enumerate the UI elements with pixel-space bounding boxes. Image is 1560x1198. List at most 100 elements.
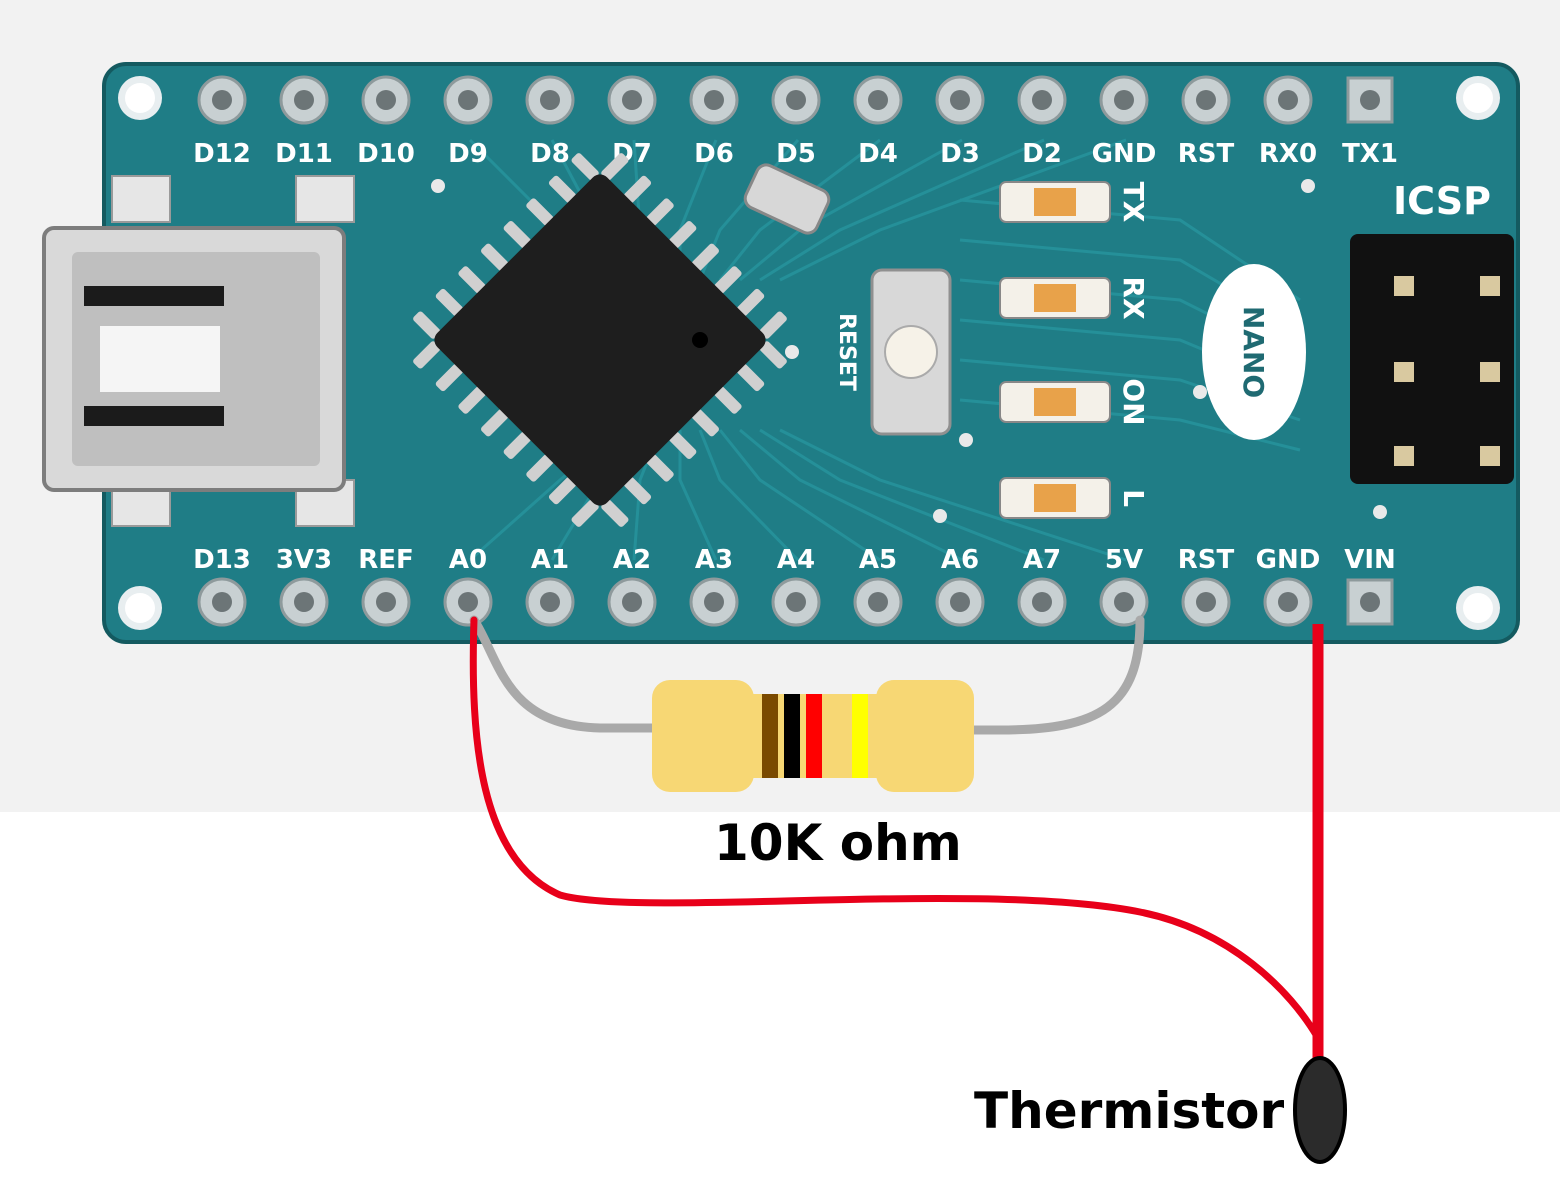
icsp-pin — [1480, 362, 1500, 382]
pin-label-a0: A0 — [449, 545, 487, 575]
pin-label-3v3: 3V3 — [276, 545, 332, 575]
led-label-on: ON — [1117, 378, 1150, 425]
pin-label-a7: A7 — [1023, 545, 1061, 575]
via — [431, 179, 445, 193]
pin-hole — [622, 90, 642, 110]
led-lens — [1034, 388, 1076, 416]
pin-label-d12: D12 — [193, 139, 251, 169]
trace — [718, 138, 881, 281]
pin-label-a3: A3 — [695, 545, 733, 575]
pin-hole — [1278, 592, 1298, 612]
pin-hole — [376, 592, 396, 612]
via — [1373, 505, 1387, 519]
pin-hole — [950, 592, 970, 612]
chip-pin — [526, 198, 554, 226]
pin-hole — [458, 592, 478, 612]
resistor-band-2 — [784, 694, 800, 778]
chip-body — [434, 174, 766, 506]
chip-pin — [481, 243, 509, 271]
pcb-body — [104, 64, 1518, 642]
chip-pin — [601, 499, 629, 527]
pin-label-d4: D4 — [858, 139, 898, 169]
chip-pin — [646, 198, 674, 226]
pin-hole — [704, 90, 724, 110]
resistor-band-4 — [852, 694, 868, 778]
pin-hole — [1196, 592, 1216, 612]
pin-label-a1: A1 — [531, 545, 569, 575]
pin-label-d6: D6 — [694, 139, 734, 169]
icsp-pin — [1394, 362, 1414, 382]
pin-hole — [704, 592, 724, 612]
trace — [759, 428, 1045, 562]
resistor-band-1 — [762, 694, 778, 778]
chip-pin — [413, 311, 441, 339]
pin-hole — [1114, 90, 1134, 110]
pin-hole — [294, 90, 314, 110]
pin-hole — [458, 90, 478, 110]
pin-label-d3: D3 — [940, 139, 980, 169]
pin-hole — [950, 90, 970, 110]
wires — [469, 615, 1324, 1060]
thermistor-body — [1293, 1056, 1347, 1164]
chip-pin — [737, 288, 765, 317]
icsp-pin — [1480, 276, 1500, 296]
mounting-hole — [125, 83, 155, 113]
chip-pin — [503, 221, 531, 249]
trace — [779, 428, 1127, 562]
trace — [718, 429, 881, 562]
pin-hole — [622, 592, 642, 612]
trace — [759, 138, 1045, 282]
usb-slot — [84, 406, 224, 426]
pin-hole — [868, 90, 888, 110]
chip-pin — [435, 363, 463, 392]
led-label-l: L — [1117, 489, 1150, 507]
pin-label-a2: A2 — [613, 545, 651, 575]
chip-pin — [623, 175, 652, 203]
chip-pin — [503, 431, 531, 459]
via — [1301, 179, 1315, 193]
resistor-band-3 — [806, 694, 822, 778]
thermistor-label: Thermistor — [974, 1082, 1285, 1140]
pin-hole — [376, 90, 396, 110]
icsp-pin — [1394, 276, 1414, 296]
via — [1193, 385, 1207, 399]
pin-hole — [540, 592, 560, 612]
pin-hole — [868, 592, 888, 612]
trace — [779, 138, 1127, 282]
chip-pin — [601, 153, 629, 181]
pin-hole — [1114, 592, 1134, 612]
led-lens — [1034, 284, 1076, 312]
usb-tab — [295, 175, 355, 223]
pin-label-5v: 5V — [1105, 545, 1143, 575]
atmega-chip — [413, 153, 787, 527]
pin-label-rx0: RX0 — [1259, 139, 1317, 169]
via — [933, 509, 947, 523]
pin-hole — [786, 592, 806, 612]
chip-pin — [623, 477, 652, 505]
chip-pin — [737, 363, 765, 392]
led-lens — [1034, 484, 1076, 512]
chip-pin — [714, 386, 742, 414]
pin-label-gnd: GND — [1092, 139, 1157, 169]
pin-label-gnd: GND — [1256, 545, 1321, 575]
chip-pin — [571, 153, 599, 181]
chip-pin — [548, 477, 577, 505]
pin-label-ref: REF — [358, 545, 414, 575]
chip-pin — [481, 409, 509, 437]
chip-pin — [691, 409, 719, 437]
wire-a0-thermistor — [469, 616, 1322, 1042]
pin-label-rst: RST — [1178, 139, 1235, 169]
chip-pin — [759, 341, 787, 369]
chip-pin — [413, 341, 441, 369]
led-label-rx: RX — [1117, 276, 1150, 320]
icsp-label: ICSP — [1393, 179, 1491, 223]
pin-hole — [1278, 90, 1298, 110]
crystal — [743, 163, 831, 235]
chip-pin — [714, 266, 742, 294]
pin-label-d5: D5 — [776, 139, 816, 169]
thermistor-bead — [1293, 1056, 1347, 1164]
chip-pin — [669, 221, 697, 249]
pin-label-a4: A4 — [777, 545, 815, 575]
